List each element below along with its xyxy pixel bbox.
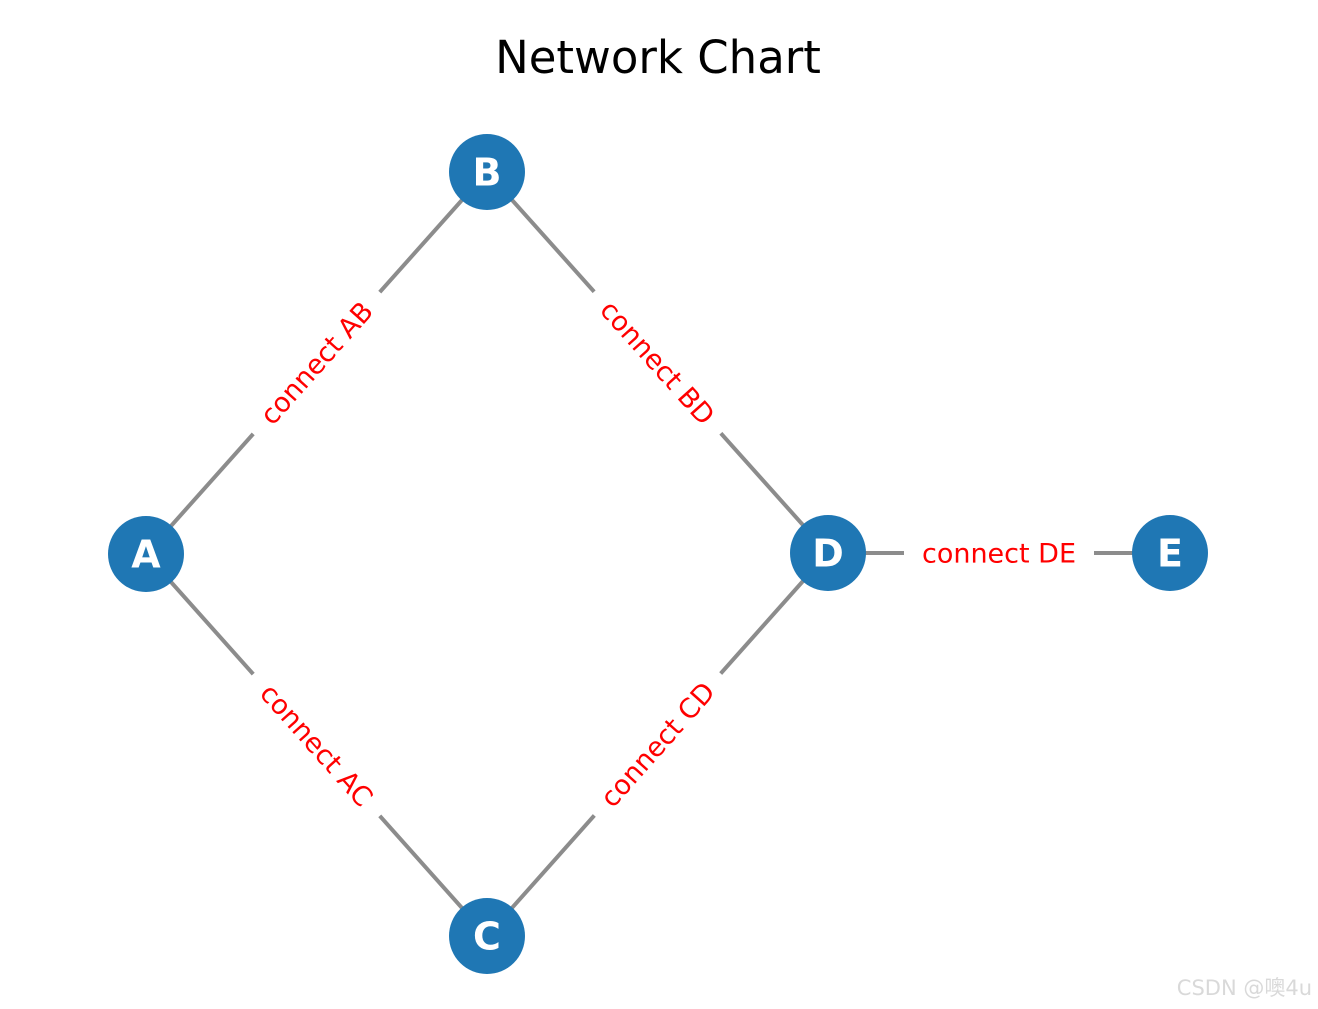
node-E-circle [1132, 515, 1208, 591]
edge-label-bg [583, 664, 732, 825]
node-layer: A B C D E [108, 134, 1208, 974]
edge-label-AB: connect AB [242, 282, 391, 444]
edge-label-CD: connect CD [583, 664, 732, 825]
edge-label-bg [242, 282, 391, 444]
edge-label-bg [242, 664, 391, 826]
edge-label-AB-text: connect AB [255, 296, 380, 431]
edge-label-BD-text: connect BD [593, 295, 720, 432]
watermark-text: CSDN @噢4u [1177, 976, 1312, 1000]
node-A-circle [108, 516, 184, 592]
node-D: D [790, 515, 866, 591]
node-A-label: A [131, 532, 161, 576]
edge-label-BD: connect BD [583, 282, 732, 443]
node-B-circle [449, 134, 525, 210]
edge-label-bg [904, 533, 1094, 573]
chart-title: Network Chart [495, 31, 821, 84]
edge-label-layer: connect AB connect AC connect BD connect… [242, 282, 1094, 826]
node-E: E [1132, 515, 1208, 591]
edge-label-AC-text: connect AC [253, 678, 378, 813]
node-D-label: D [812, 531, 844, 575]
edge-label-CD-text: connect CD [595, 677, 722, 814]
node-B: B [449, 134, 525, 210]
node-D-circle [790, 515, 866, 591]
edge-label-AC: connect AC [242, 664, 391, 826]
edge-label-DE-text: connect DE [922, 538, 1076, 569]
edge-label-DE: connect DE [904, 533, 1094, 573]
node-B-label: B [473, 150, 502, 194]
node-A: A [108, 516, 184, 592]
edge-label-bg [583, 282, 732, 443]
node-C-circle [449, 898, 525, 974]
node-C-label: C [473, 914, 501, 958]
node-E-label: E [1157, 531, 1183, 575]
node-C: C [449, 898, 525, 974]
